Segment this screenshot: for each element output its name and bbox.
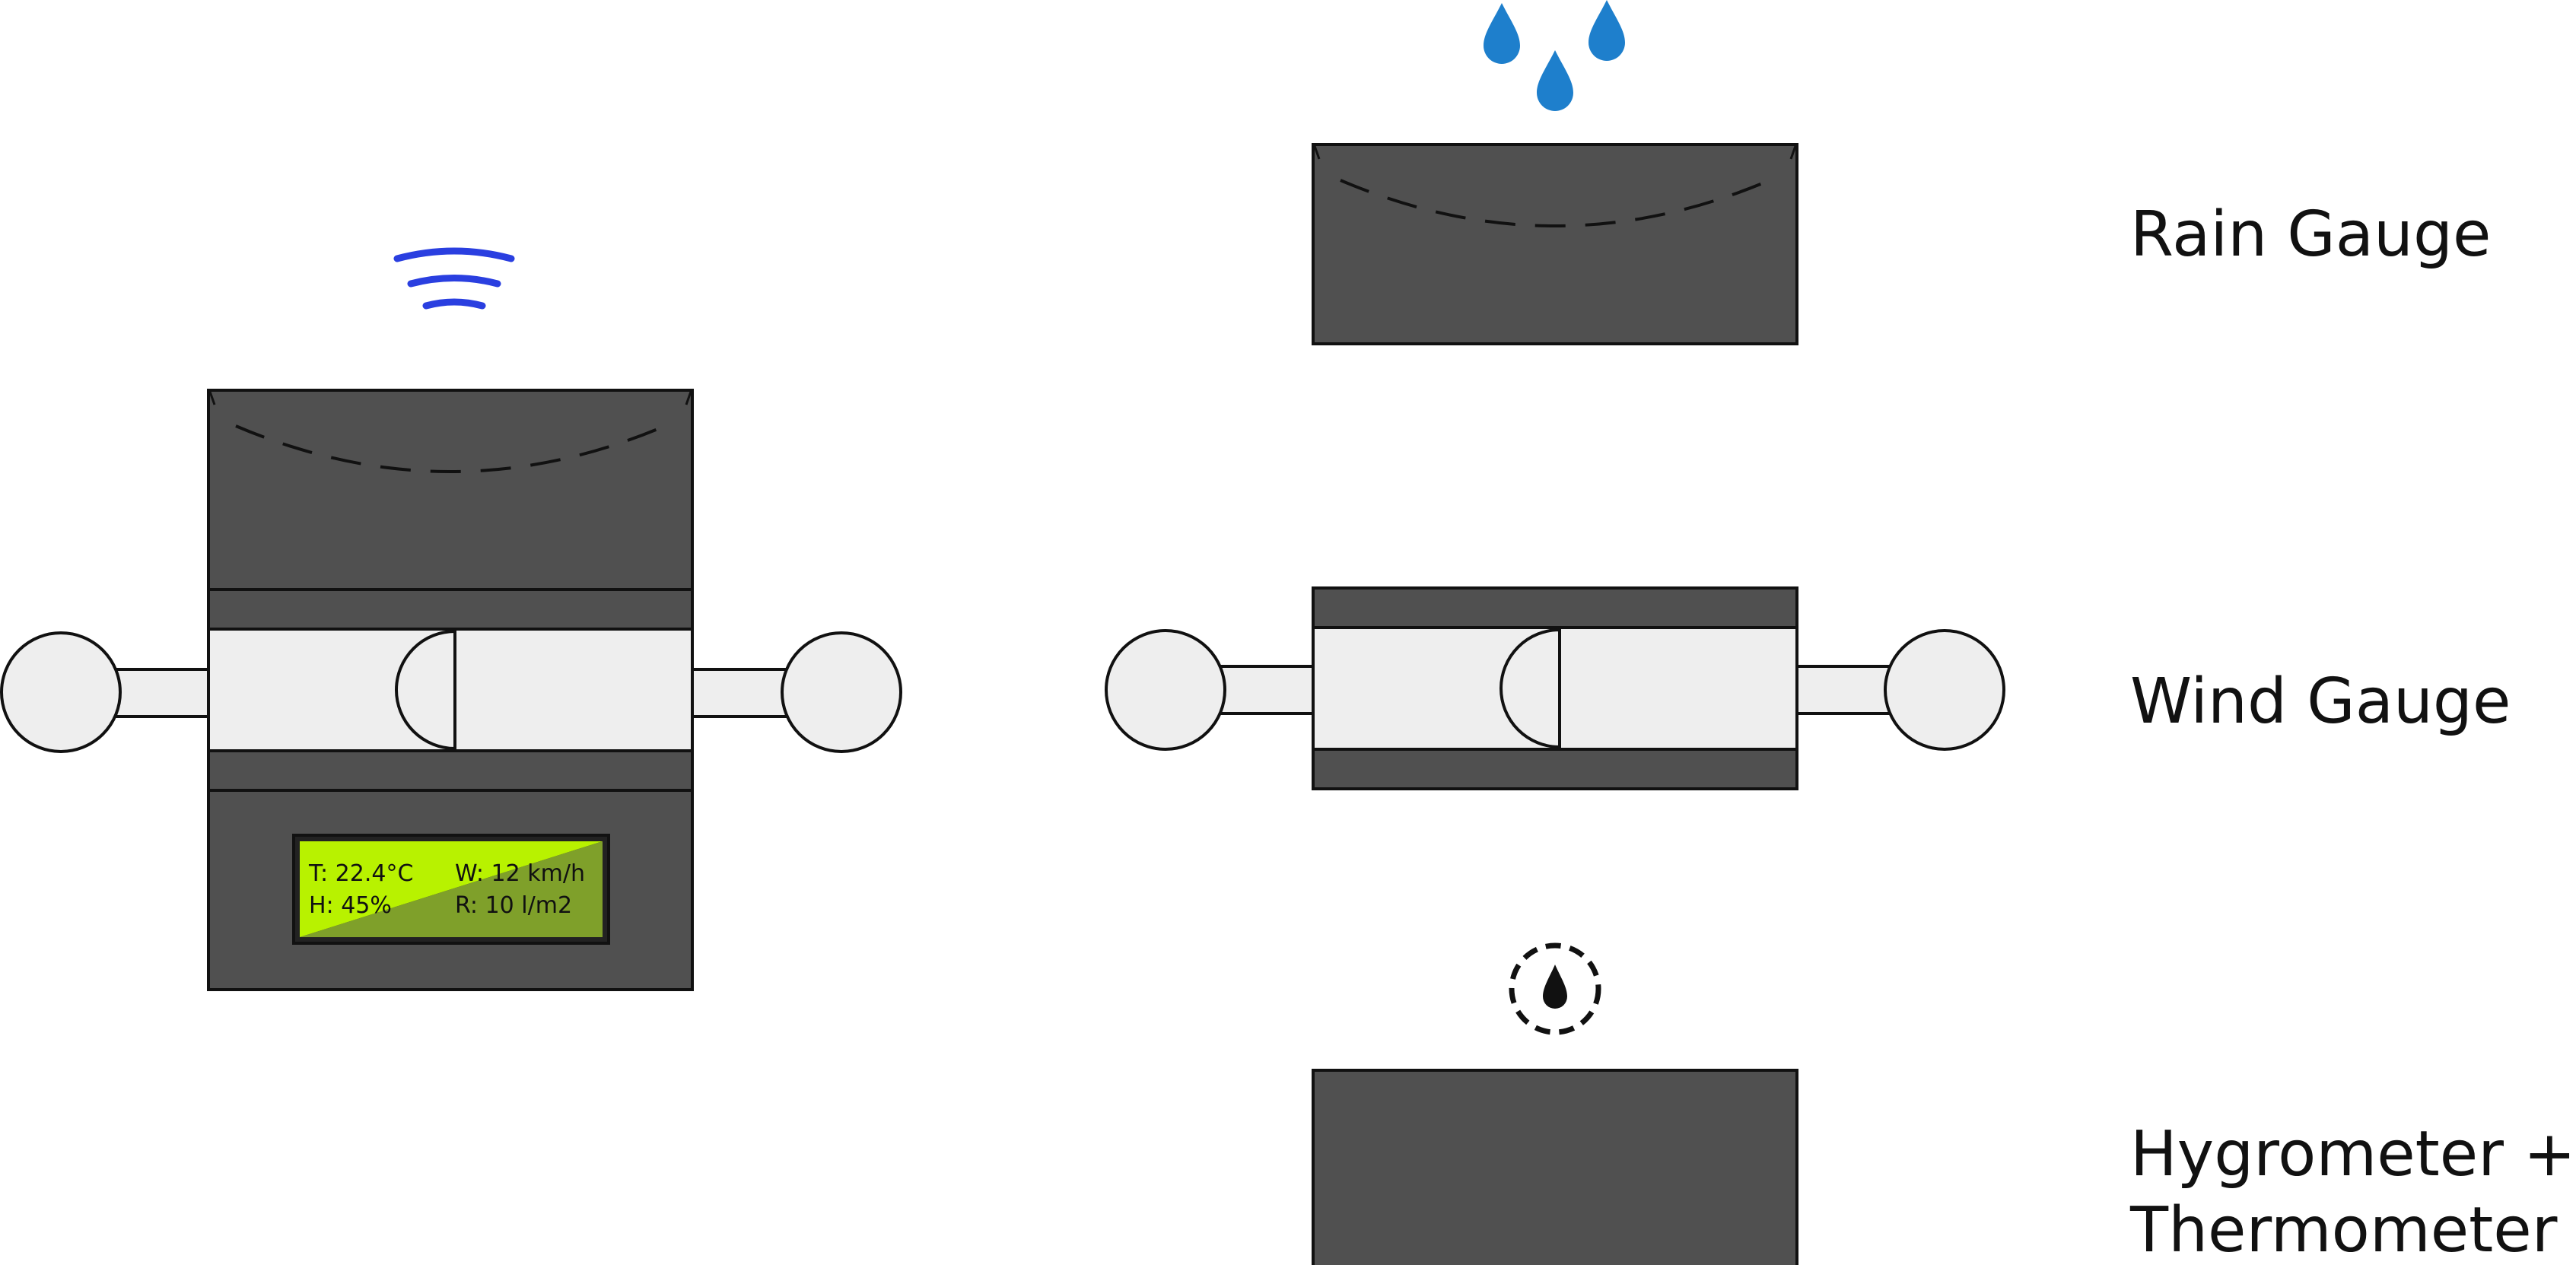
lcd-temperature: T: 22.4°C [308,860,413,887]
wind-gauge-right-arm [1794,665,1894,715]
station-half-cup [395,629,456,751]
wifi-icon [393,247,515,310]
station-right-cup [781,631,902,753]
label-rain-gauge: Rain Gauge [2130,199,2492,271]
label-hygrometer-line1: Hygrometer + [2130,1118,2576,1190]
station-top-housing [207,389,694,591]
station-funnel-curve [235,424,666,473]
rain-gauge-housing [1312,143,1798,345]
hygrometer-module [1312,942,1798,1265]
hygrometer-housing [1312,1069,1798,1265]
combined-weather-station: T: 22.4°C H: 45% W: 12 km/h R: 10 l/m2 [0,247,902,991]
station-right-arm [689,668,790,718]
station-left-cup [0,631,122,753]
lcd-display: T: 22.4°C H: 45% W: 12 km/h R: 10 l/m2 [292,834,610,945]
rain-drop-icon [1484,0,1625,111]
humidity-drop-icon [1509,942,1601,1035]
wind-gauge-module [1105,586,2005,790]
station-left-arm [113,668,211,718]
lcd-humidity: H: 45% [309,892,392,919]
label-hygrometer-line2: Thermometer [2129,1194,2558,1265]
wind-gauge-half-cup [1499,628,1561,749]
label-wind-gauge: Wind Gauge [2130,666,2511,738]
lcd-wind: W: 12 km/h [455,860,585,887]
wind-gauge-left-cup [1105,629,1226,751]
wind-gauge-left-arm [1216,665,1316,715]
lcd-rain: R: 10 l/m2 [455,892,572,919]
rain-gauge-module [1312,0,1798,345]
wind-gauge-right-cup [1884,629,2005,751]
rain-gauge-funnel-curve [1340,179,1770,227]
